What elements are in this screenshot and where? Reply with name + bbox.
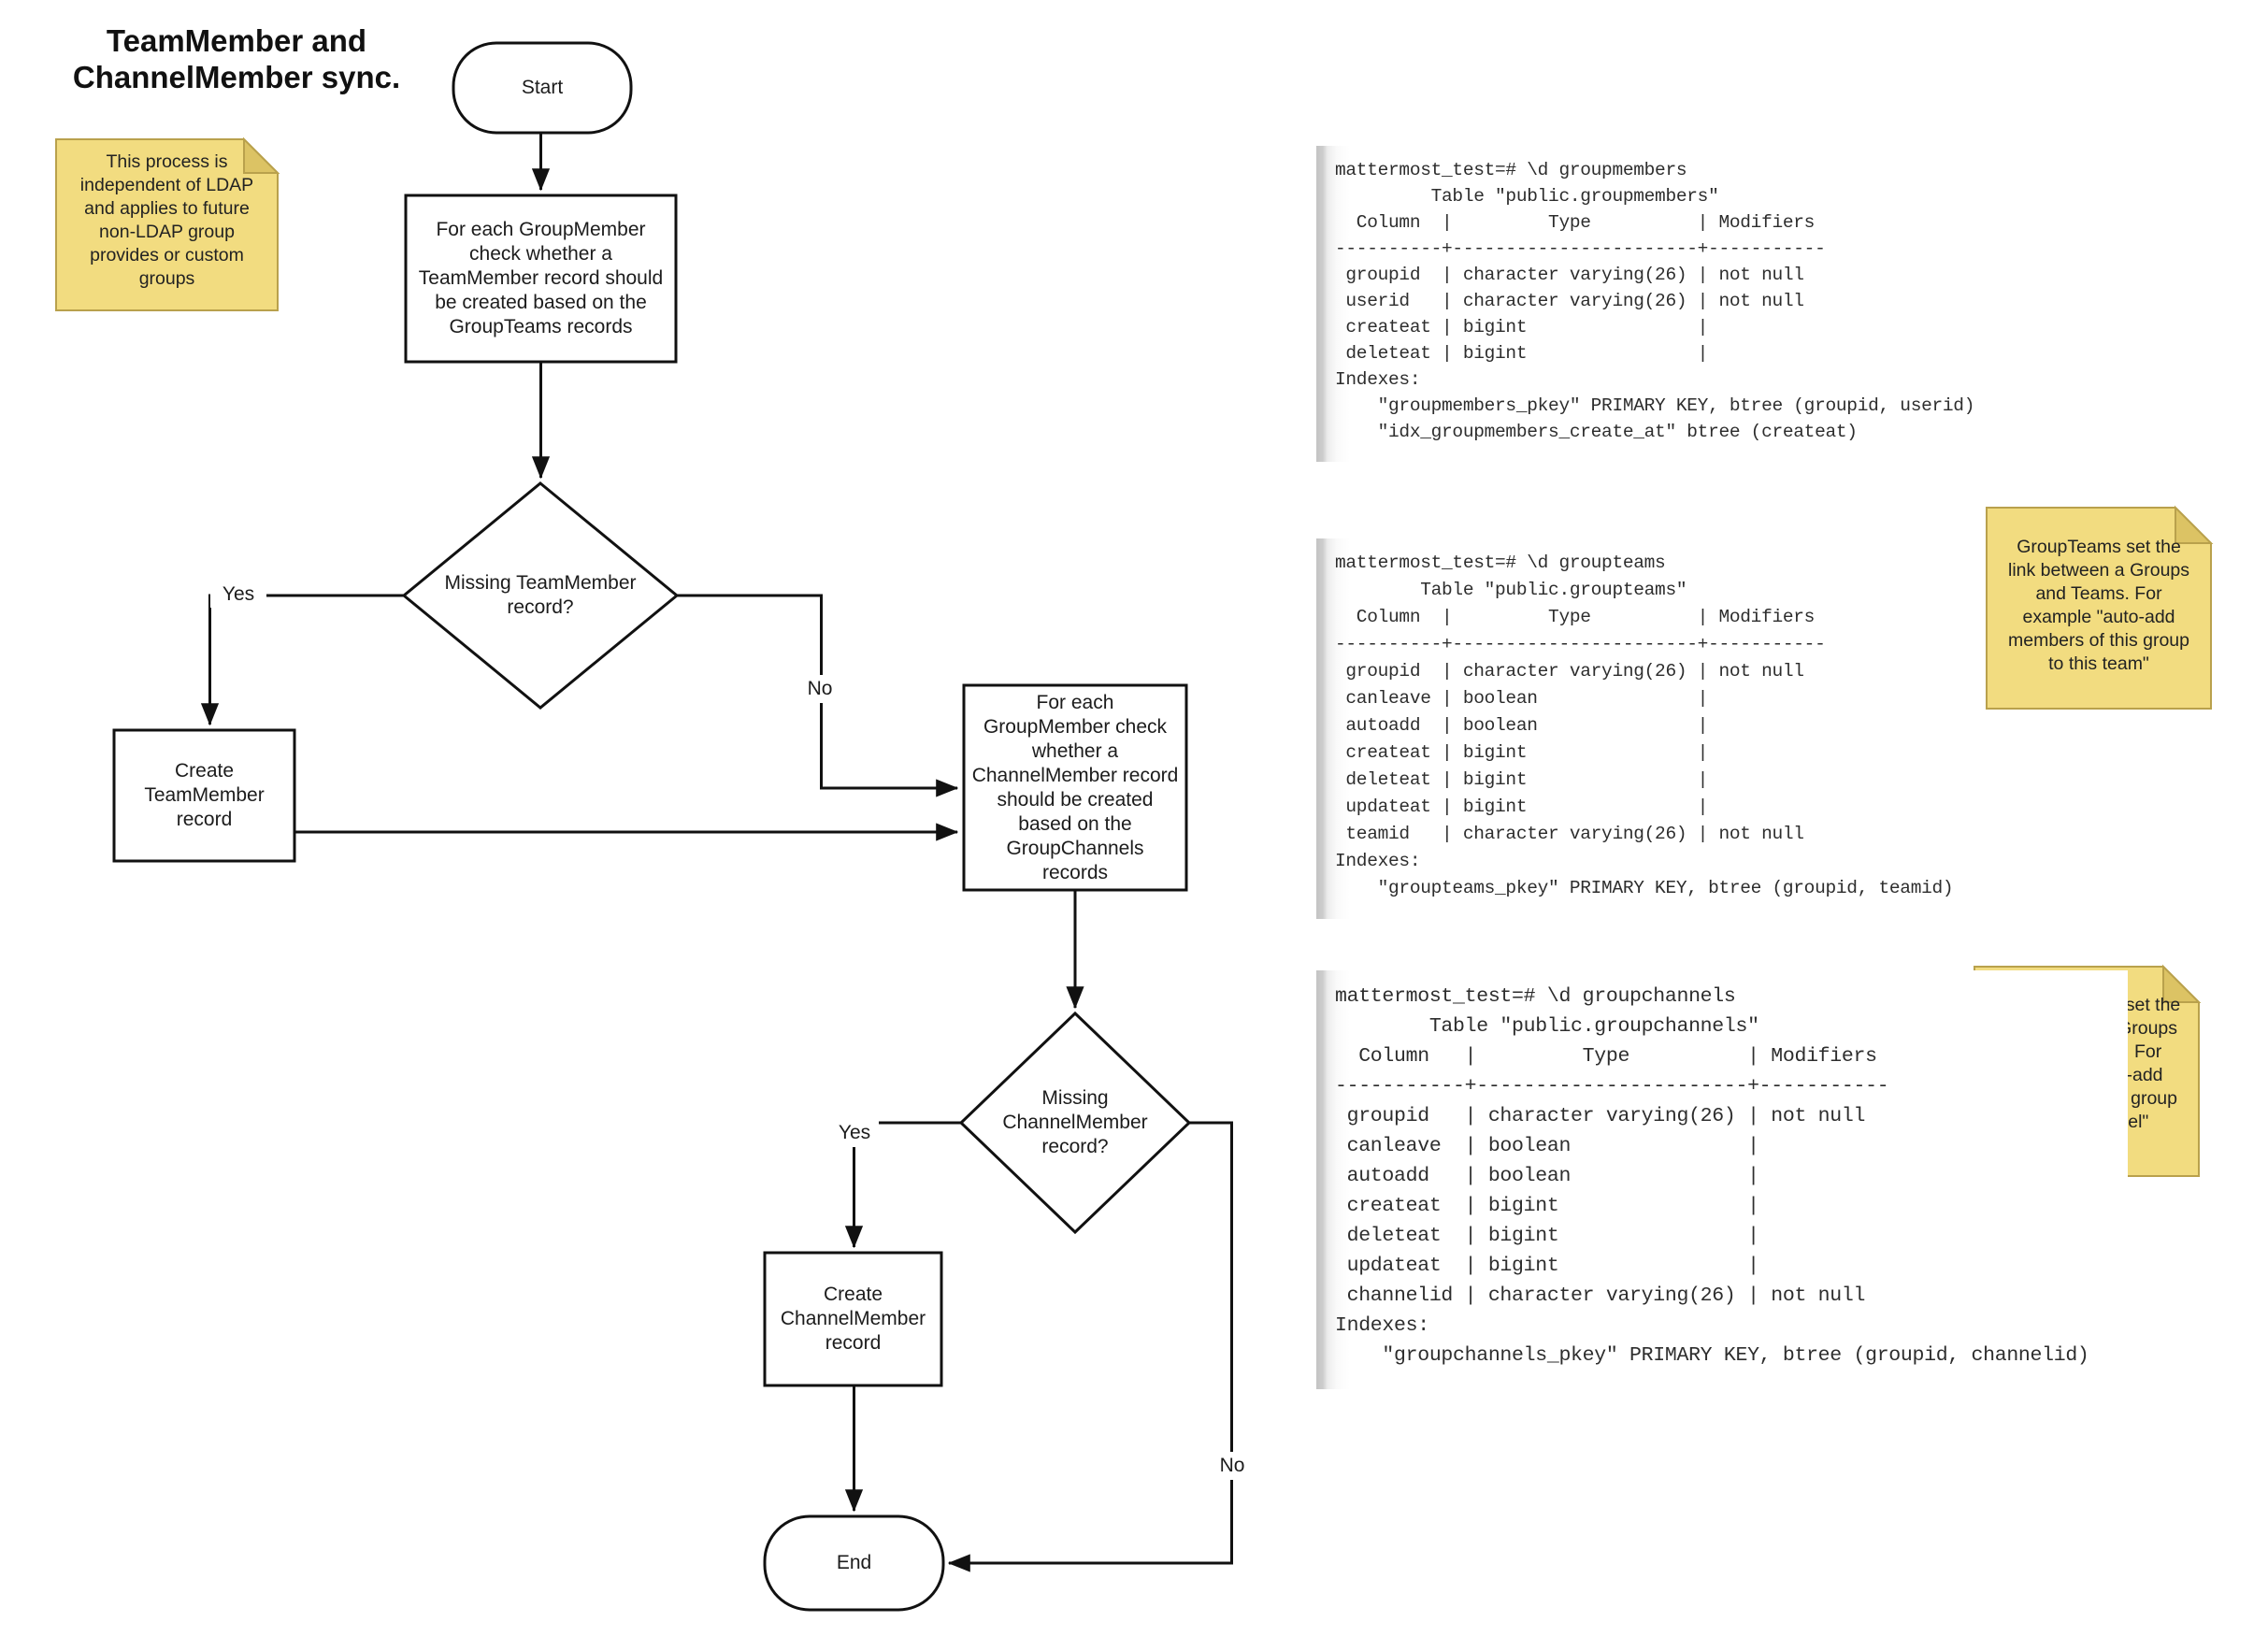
create-channelmember-box-shape xyxy=(763,1251,943,1387)
sticky-note-2-fold-corner-icon xyxy=(2175,505,2214,544)
end-node-label: End xyxy=(836,1552,872,1573)
missing-teammember-diamond-shape xyxy=(401,481,680,710)
terminal-text-groupteams: mattermost_test=# \d groupteams Table "p… xyxy=(1335,553,1954,898)
terminal-text-groupmembers: mattermost_test=# \d groupmembers Table … xyxy=(1335,160,1975,442)
arrow-yes-to-create-teammember xyxy=(200,594,404,726)
start-node-shape xyxy=(452,41,633,135)
terminal-output-groupteams: mattermost_test=# \d groupteams Table "p… xyxy=(1316,538,1980,919)
check-teammember-box-shape xyxy=(404,194,678,364)
sticky-note-3-fold-corner-icon xyxy=(2162,964,2202,1003)
node-shape-group xyxy=(112,41,1192,1612)
check-teammember-box-label: For each GroupMember check whether a Tea… xyxy=(418,219,664,337)
terminal-output-groupchannels: mattermost_test=# \d groupchannels Table… xyxy=(1316,970,2128,1389)
edge-label-channelmember-yes: Yes xyxy=(830,1119,879,1147)
check-channelmember-box-label: For each GroupMember check whether a Cha… xyxy=(971,691,1179,883)
terminal-output-groupmembers: mattermost_test=# \d groupmembers Table … xyxy=(1316,146,1980,462)
sticky-note-1-text: This process is independent of LDAP and … xyxy=(79,151,254,289)
start-node-label: Start xyxy=(521,77,564,98)
create-channelmember-box-label: Create ChannelMember record xyxy=(780,1284,926,1354)
check-channelmember-box-shape xyxy=(962,683,1188,892)
sticky-note-1-fold-corner-icon xyxy=(243,136,280,174)
arrow-no-to-end xyxy=(947,1121,1233,1572)
edge-label-teammember-yes: Yes xyxy=(210,581,266,608)
edge-label-teammember-no: No xyxy=(796,675,844,703)
terminal-text-groupchannels: mattermost_test=# \d groupchannels Table… xyxy=(1335,985,2089,1367)
sticky-note-2-shape xyxy=(1986,507,2212,710)
diagram-title: TeamMember and ChannelMember sync. xyxy=(72,23,401,94)
missing-channelmember-diamond-shape xyxy=(958,1011,1192,1235)
edge-label-channelmember-no: No xyxy=(1208,1452,1256,1480)
sticky-note-1-shape xyxy=(55,138,279,311)
create-teammember-box-shape xyxy=(112,728,296,863)
create-teammember-box-label: Create TeamMember record xyxy=(144,760,265,830)
connector-group xyxy=(200,132,1233,1572)
missing-teammember-diamond-label: Missing TeamMember record? xyxy=(444,572,637,618)
end-node-shape xyxy=(763,1514,945,1612)
sticky-note-2-text: GroupTeams set the link between a Groups… xyxy=(2007,537,2190,674)
missing-channelmember-diamond-label: Missing ChannelMember record? xyxy=(1002,1087,1148,1157)
